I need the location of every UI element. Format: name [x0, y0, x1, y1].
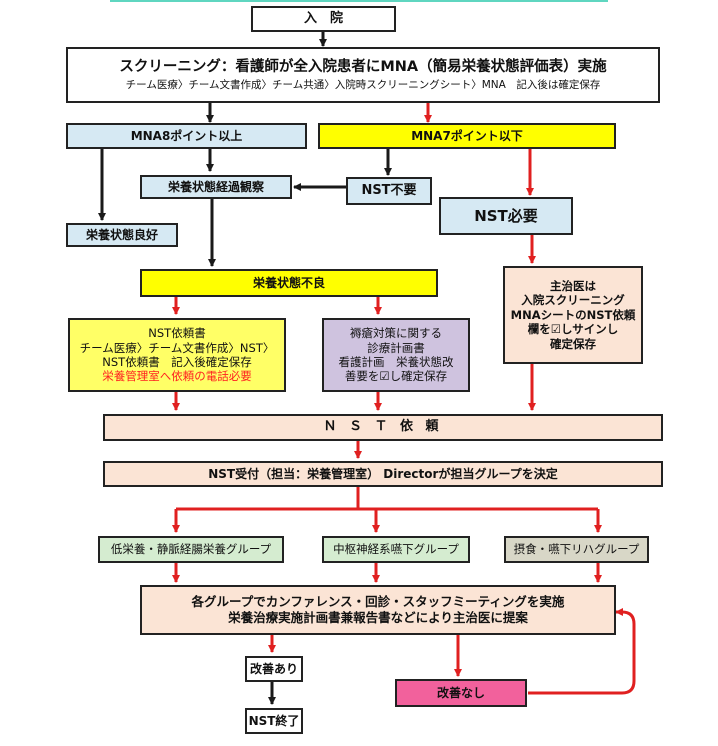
conference-line: 栄養治療実施計画書兼報告書などにより主治医に提案	[228, 610, 528, 625]
attending-line: 確定保存	[550, 336, 596, 351]
nst-request-label: Ｎ Ｓ Ｔ 依 頼	[323, 419, 443, 435]
pressure-ulcer-line: 診療計画書	[367, 340, 425, 355]
group-label: 摂食・嚥下リハグループ	[513, 542, 640, 557]
nst-end-node: NST終了	[245, 708, 303, 734]
top-accent-line	[110, 0, 608, 2]
pressure-ulcer-plan-node: 褥瘡対策に関する 診療計画書 看護計画 栄養状態改 善要を☑し確定保存	[322, 318, 470, 392]
progress-observation-node: 栄養状態経過観察	[140, 175, 292, 199]
not-improved-label: 改善なし	[436, 685, 485, 700]
good-nutrition-label: 栄養状態良好	[85, 227, 158, 242]
screening-node: スクリーニング：看護師が全入院患者にMNA（簡易栄養状態評価表）実施 チーム医療…	[66, 47, 660, 103]
group-rehab-node: 摂食・嚥下リハグループ	[504, 536, 649, 563]
nst-not-needed-node: NST不要	[346, 177, 432, 205]
attending-line: 主治医は	[550, 279, 596, 294]
pressure-ulcer-line: 善要を☑し確定保存	[344, 369, 448, 384]
pressure-ulcer-line: 褥瘡対策に関する	[350, 326, 442, 341]
conference-node: 各グループでカンファレンス・回診・スタッフミーティングを実施 栄養治療実施計画書…	[140, 585, 616, 635]
nst-end-label: NST終了	[248, 713, 300, 728]
attending-line: 入院スクリーニング	[521, 293, 625, 308]
request-form-line: NST依頼書 記入後確定保存	[102, 355, 252, 369]
progress-observation-label: 栄養状態経過観察	[167, 179, 264, 194]
group-label: 低栄養・静脈経腸栄養グループ	[110, 542, 272, 557]
group-label: 中枢神経系嚥下グループ	[333, 542, 459, 557]
mna7-node: MNA7ポイント以下	[318, 123, 616, 149]
screening-sub-label: チーム医療〉チーム文書作成〉チーム共通〉入院時スクリーニングシート〉MNA 記入…	[125, 78, 601, 91]
group-cns-swallowing-node: 中枢神経系嚥下グループ	[322, 536, 470, 563]
mna8-node: MNA8ポイント以上	[66, 123, 307, 149]
request-form-phone-note: 栄養管理室へ依頼の電話必要	[102, 369, 252, 384]
admission-label: 入 院	[303, 10, 343, 26]
conference-line: 各グループでカンファレンス・回診・スタッフミーティングを実施	[191, 594, 565, 610]
improved-label: 改善あり	[249, 661, 298, 676]
good-nutrition-node: 栄養状態良好	[66, 223, 178, 247]
nst-not-needed-label: NST不要	[361, 182, 417, 198]
nst-needed-label: NST必要	[474, 206, 538, 225]
admission-node: 入 院	[251, 6, 396, 32]
arrow-not-improved-loop	[528, 608, 636, 695]
attending-line: 欄を☑しサインし	[527, 322, 619, 337]
attending-physician-node: 主治医は 入院スクリーニング MNAシートのNST依頼 欄を☑しサインし 確定保…	[503, 266, 643, 364]
poor-nutrition-label: 栄養状態不良	[252, 275, 325, 290]
nst-request-form-node: NST依頼書 チーム医療〉チーム文書作成〉NST〉 NST依頼書 記入後確定保存…	[68, 318, 286, 392]
poor-nutrition-node: 栄養状態不良	[140, 269, 438, 297]
nst-request-node: Ｎ Ｓ Ｔ 依 頼	[103, 414, 663, 441]
nst-needed-node: NST必要	[439, 197, 573, 235]
attending-line: MNAシートのNST依頼	[510, 307, 636, 322]
improved-node: 改善あり	[245, 656, 303, 682]
request-form-line: チーム医療〉チーム文書作成〉NST〉	[79, 340, 275, 355]
group-malnutrition-node: 低栄養・静脈経腸栄養グループ	[98, 536, 284, 563]
not-improved-node: 改善なし	[395, 679, 527, 707]
pressure-ulcer-line: 看護計画 栄養状態改	[338, 355, 454, 369]
screening-main-label: スクリーニング：看護師が全入院患者にMNA（簡易栄養状態評価表）実施	[119, 59, 607, 76]
request-form-line: NST依頼書	[148, 326, 206, 341]
nst-reception-label: NST受付（担当：栄養管理室） Directorが担当グループを決定	[208, 466, 558, 481]
mna7-label: MNA7ポイント以下	[411, 128, 523, 143]
mna8-label: MNA8ポイント以上	[130, 128, 243, 143]
nst-reception-node: NST受付（担当：栄養管理室） Directorが担当グループを決定	[103, 461, 663, 487]
